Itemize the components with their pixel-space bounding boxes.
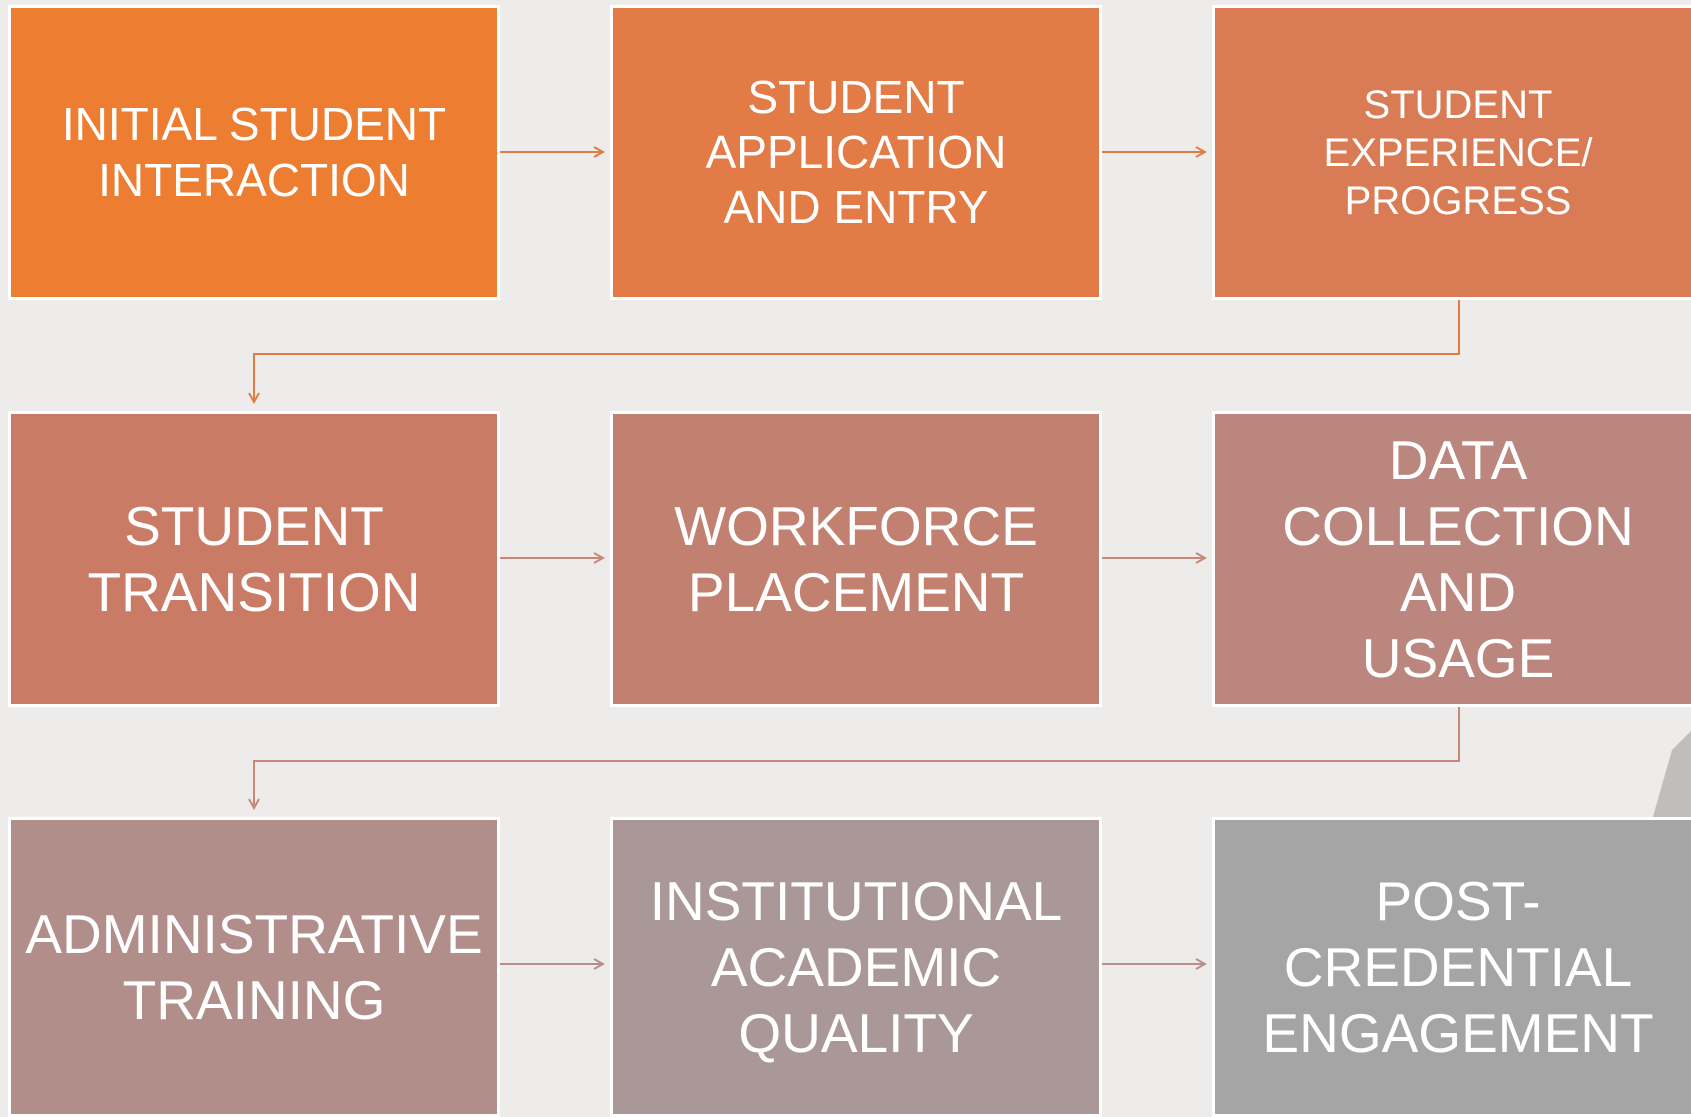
step-data-collection-and-usage: DATA COLLECTION AND USAGE (1212, 411, 1691, 707)
elbow-connector-3-4 (254, 300, 1460, 402)
step-post-credential-engagement: POST- CREDENTIAL ENGAGEMENT (1212, 817, 1691, 1117)
elbow-connector-6-7 (254, 707, 1460, 808)
step-student-transition: STUDENT TRANSITION (8, 411, 500, 707)
step-workforce-placement: WORKFORCE PLACEMENT (610, 411, 1102, 707)
step-student-experience-progress: STUDENT EXPERIENCE/ PROGRESS (1212, 5, 1691, 300)
step-administrative-training: ADMINISTRATIVE TRAINING (8, 817, 500, 1117)
step-student-application-and-entry: STUDENT APPLICATION AND ENTRY (610, 5, 1102, 300)
step-institutional-academic-quality: INSTITUTIONAL ACADEMIC QUALITY (610, 817, 1102, 1117)
step-initial-student-interaction: INITIAL STUDENT INTERACTION (8, 5, 500, 300)
